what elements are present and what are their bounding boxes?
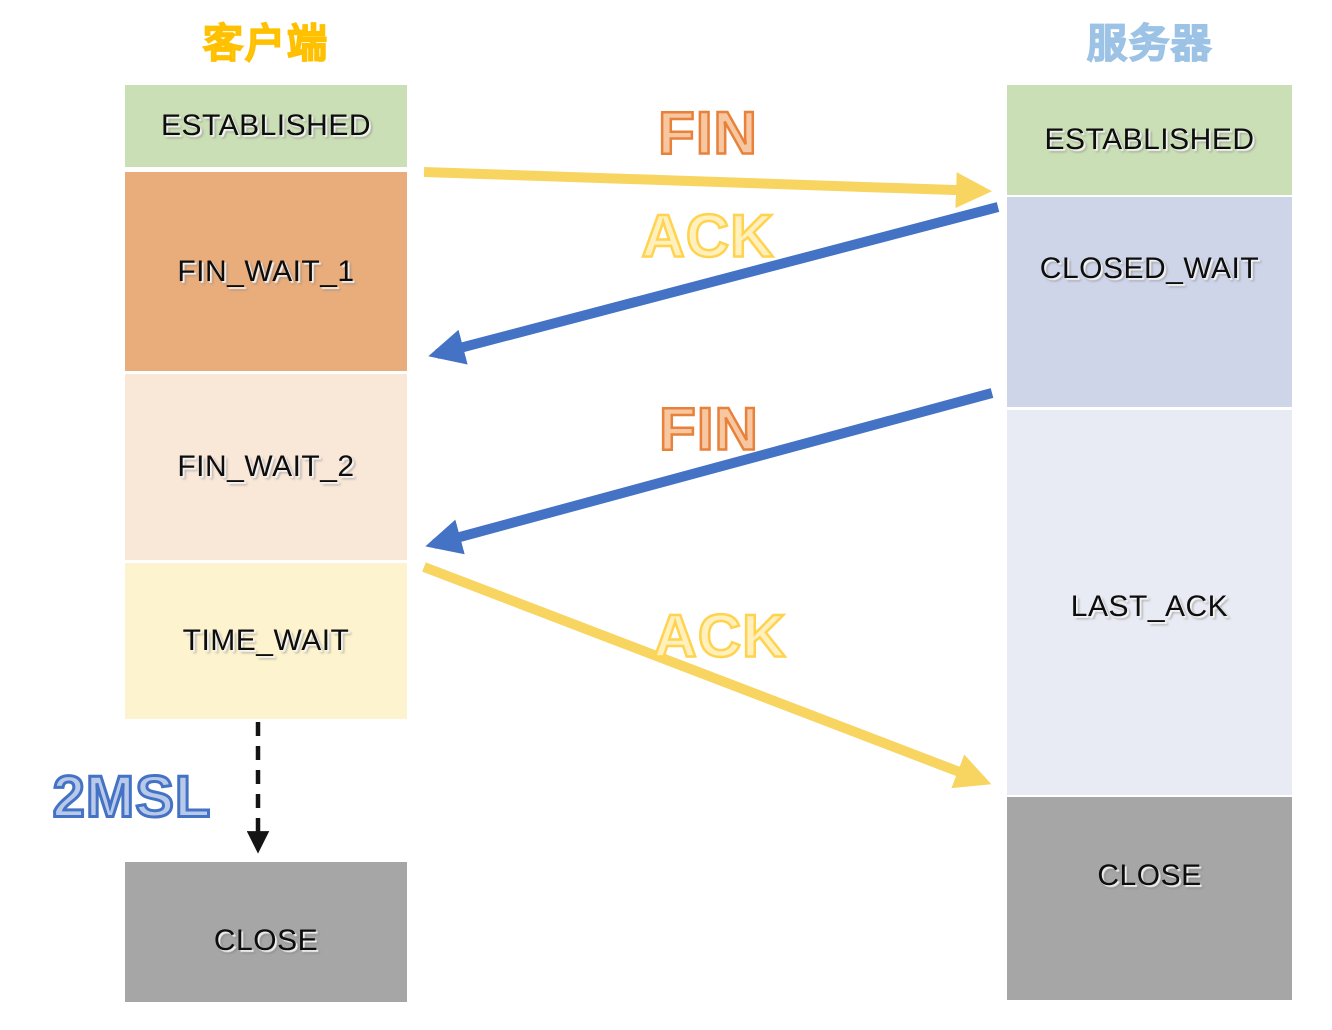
client-state-close-label: CLOSE [213, 924, 319, 957]
fin-arrow-client-to-server [423, 167, 992, 209]
client-state-time-wait: TIME_WAIT [125, 563, 407, 719]
server-state-closed-wait-label: CLOSED_WAIT [1039, 252, 1260, 285]
ack-arrow-client-to-server [422, 562, 992, 789]
2msl-timer-label: 2MSL [51, 763, 212, 831]
client-state-established: ESTABLISHED [125, 85, 407, 167]
server-state-established-label: ESTABLISHED [1044, 123, 1255, 156]
fin-label-1: FIN [657, 98, 758, 168]
server-state-established: ESTABLISHED [1007, 85, 1292, 195]
client-state-fin-wait-2: FIN_WAIT_2 [125, 374, 407, 560]
client-state-established-label: ESTABLISHED [160, 109, 371, 142]
ack-arrow-server-to-client [428, 202, 1000, 365]
server-state-close: CLOSE [1007, 797, 1292, 1000]
client-state-fin-wait-2-label: FIN_WAIT_2 [177, 450, 355, 483]
ack-label-2: ACK [652, 601, 787, 671]
server-state-closed-wait: CLOSED_WAIT [1007, 197, 1292, 407]
client-column-title: 客户端 [202, 21, 329, 67]
fin-label-2: FIN [658, 394, 759, 464]
server-column-title: 服务器 [1086, 21, 1213, 67]
server-state-last-ack-label: LAST_ACK [1070, 590, 1229, 623]
fin-arrow-server-to-client [425, 388, 994, 555]
server-state-last-ack: LAST_ACK [1007, 410, 1292, 795]
client-state-fin-wait-1: FIN_WAIT_1 [125, 172, 407, 371]
client-state-fin-wait-1-label: FIN_WAIT_1 [177, 254, 355, 288]
server-state-close-label: CLOSE [1097, 859, 1202, 892]
client-state-close: CLOSE [125, 862, 407, 1002]
ack-label-1: ACK [640, 201, 775, 271]
client-state-time-wait-label: TIME_WAIT [182, 624, 350, 657]
